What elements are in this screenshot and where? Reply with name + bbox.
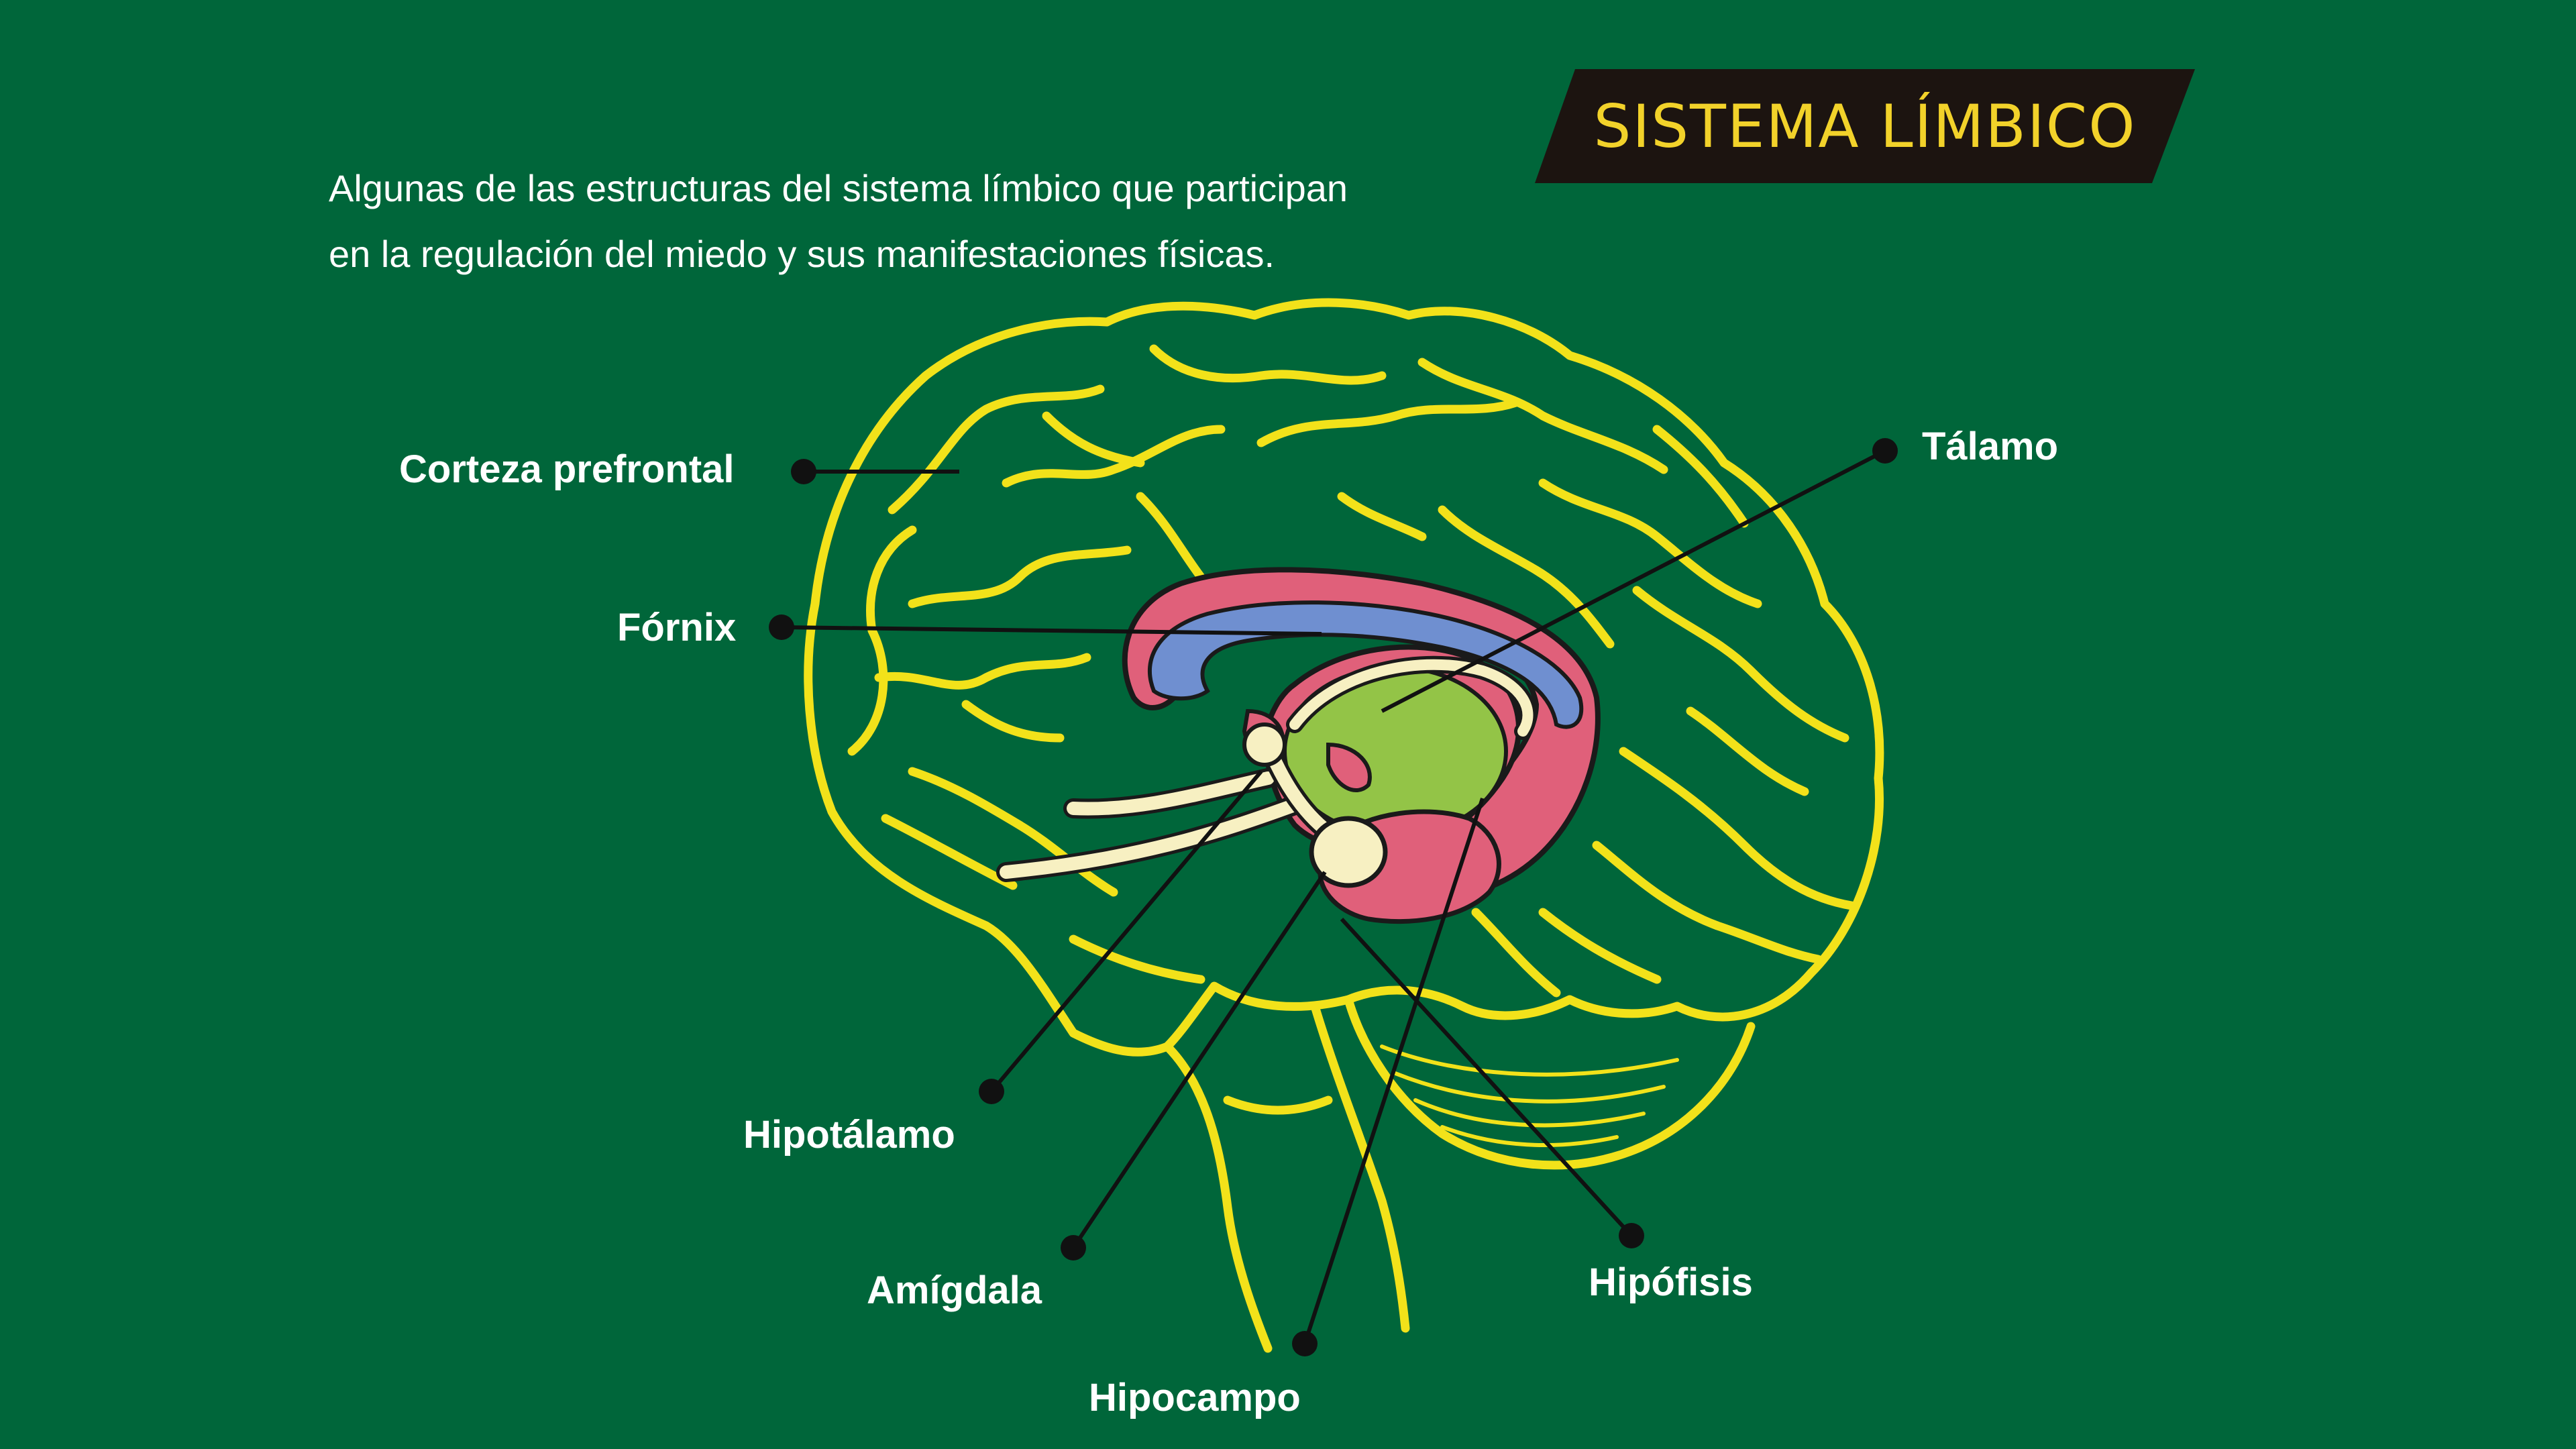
- label-hipocampo: Hipocampo: [1089, 1379, 1301, 1417]
- dot-fornix: [769, 614, 794, 640]
- dot-talamo: [1872, 438, 1898, 464]
- label-fornix: Fórnix: [617, 608, 736, 647]
- label-amigdala: Amígdala: [867, 1271, 1042, 1310]
- leader-hipotalamo: [991, 771, 1261, 1091]
- dot-amigdala: [1061, 1235, 1086, 1260]
- label-hipotalamo: Hipotálamo: [743, 1116, 955, 1155]
- leader-amigdala: [1073, 872, 1325, 1248]
- dot-corteza: [791, 459, 816, 484]
- dot-hipotalamo: [979, 1079, 1004, 1104]
- hypothalamus-node: [1244, 724, 1285, 765]
- dot-hipocampo: [1292, 1331, 1318, 1356]
- label-corteza-prefrontal: Corteza prefrontal: [399, 450, 735, 489]
- leader-talamo: [1382, 451, 1885, 711]
- dot-hipofisis: [1619, 1223, 1644, 1248]
- limbic-structures: [1006, 570, 1598, 921]
- brainstem-outline: [1167, 1046, 1268, 1348]
- label-talamo: Tálamo: [1922, 427, 2058, 466]
- label-hipofisis: Hipófisis: [1589, 1263, 1753, 1302]
